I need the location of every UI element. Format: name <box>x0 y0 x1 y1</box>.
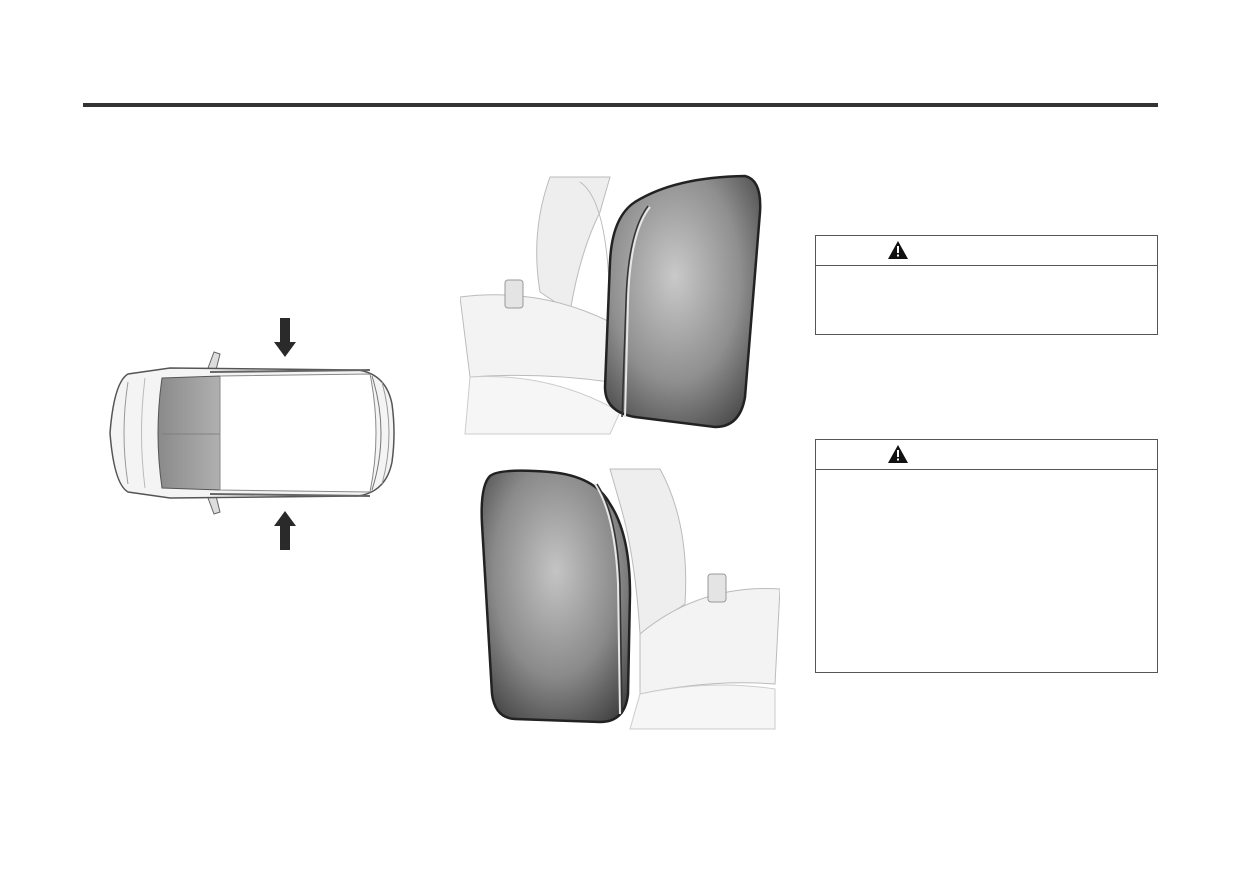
warning-box <box>815 235 1158 335</box>
warning-text <box>816 266 1157 278</box>
arrow-down-icon <box>274 318 296 357</box>
warning-triangle-icon <box>888 445 908 463</box>
warning-header <box>816 440 1157 470</box>
seat-airbag-illustration-right <box>460 174 762 435</box>
seat-airbag-illustration-left <box>480 468 780 730</box>
arrow-up-icon <box>274 511 296 550</box>
warning-text <box>816 470 1157 482</box>
warning-header <box>816 236 1157 266</box>
warning-triangle-icon <box>888 241 908 259</box>
header-rule <box>83 103 1158 107</box>
car-top-view-illustration <box>109 318 395 550</box>
warning-box <box>815 439 1158 673</box>
